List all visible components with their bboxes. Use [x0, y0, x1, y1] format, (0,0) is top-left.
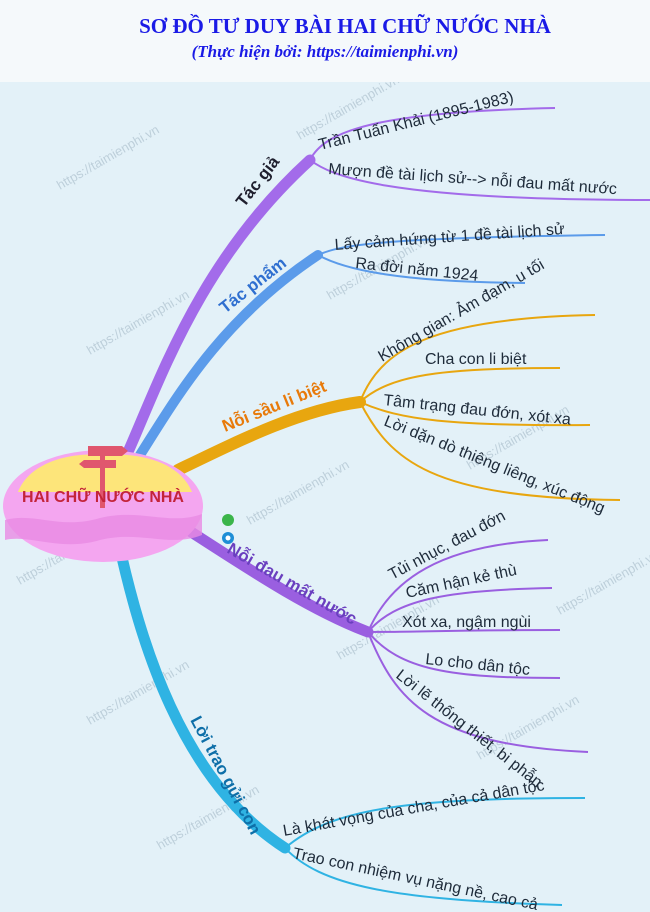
leaf-connector: [367, 587, 553, 633]
signpost-sign: [88, 446, 128, 456]
branch-connector-tac-pham: [135, 250, 323, 460]
leaf-connector: [367, 631, 561, 679]
central-topic-label: HAI CHỮ NƯỚC NHÀ: [22, 486, 184, 506]
leaf-connector: [317, 254, 526, 284]
leaf-connector: [359, 401, 621, 501]
leaf-connector: [367, 539, 549, 633]
branch-connector-loi-trao: [112, 534, 291, 854]
page-subtitle: (Thực hiện bởi: https://taimienphi.vn): [191, 42, 459, 61]
branch-connector-noi-dau: [179, 522, 374, 638]
branch-connector-noi-sau: [172, 396, 366, 476]
leaf-connector: [317, 234, 606, 256]
page-title: SƠ ĐỒ TƯ DUY BÀI HAI CHỮ NƯỚC NHÀ: [139, 14, 551, 38]
leaf-connector: [309, 159, 650, 201]
leaf-connector: [359, 314, 596, 403]
leaf-connector: [284, 797, 586, 849]
mindmap-canvas: https://taimienphi.vn https://taimienphi…: [0, 82, 650, 912]
leaf-connector: [367, 631, 589, 753]
central-topic: HAI CHỮ NƯỚC NHÀ: [3, 446, 203, 562]
leaf-connector: [359, 367, 561, 403]
leaf-text: Cha con li biệt: [425, 351, 527, 368]
signpost-pole: [100, 448, 105, 508]
leaf-connector: [359, 401, 591, 427]
leaf-connector: [309, 107, 556, 161]
branch-connector-tac-gia: [122, 154, 316, 458]
header: SƠ ĐỒ TƯ DUY BÀI HAI CHỮ NƯỚC NHÀ (Thực …: [0, 0, 650, 82]
link-icon: [222, 514, 234, 544]
leaf-connector: [284, 847, 563, 906]
central-topic-wave: [5, 514, 202, 545]
signpost-sign: [79, 460, 116, 468]
leaf-text: Xót xa, ngậm ngùi: [402, 614, 531, 631]
leaf-connector: [367, 629, 561, 633]
